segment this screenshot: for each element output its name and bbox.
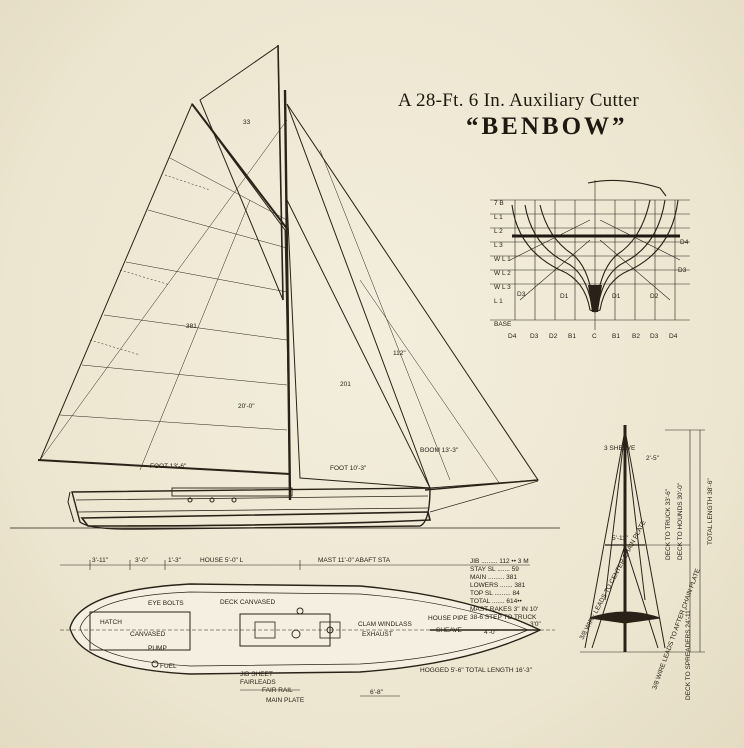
jib-luff-label: 112" <box>393 350 406 357</box>
wl-label-wl2: W L 2 <box>494 270 511 277</box>
deck-to-hounds-label: DECK TO HOUNDS 30'-0" <box>677 482 684 560</box>
gaff-label: 33 <box>243 119 251 126</box>
clam-windlass-label: CLAM WINDLASS <box>358 621 412 628</box>
diag-label-d1: D1 <box>612 293 621 300</box>
diag-label-d4: D4 <box>680 239 689 246</box>
spec-line-1: JIB ......... 112 •• 3 M <box>470 558 529 565</box>
foot-boom-label: FOOT 10'-3" <box>330 465 367 472</box>
deck-to-truck-label: DECK TO TRUCK 33'-6" <box>665 488 672 560</box>
fairlead-label: FAIRLEADS <box>240 679 276 686</box>
mainsail <box>39 102 291 475</box>
eye-bolts-label: EYE BOLTS <box>148 600 184 607</box>
wl-label-l1: L 1 <box>494 214 503 221</box>
pump-label: PUMP <box>148 645 167 652</box>
wl-label-7b: 7 B <box>494 200 504 207</box>
dim-label-4: HOUSE 5'-0" L <box>200 557 244 564</box>
staysail <box>286 199 431 489</box>
title-line-1: A 28-Ft. 6 In. Auxiliary Cutter <box>398 90 639 111</box>
stem-dim-label: 4'-0" <box>484 629 498 636</box>
diag-label-d3b: D3 <box>517 291 526 298</box>
station-label-9: D4 <box>669 333 678 340</box>
deck-canvased-label: DECK CANVASED <box>220 599 275 606</box>
station-label-4: B1 <box>568 333 576 340</box>
boom-label: BOOM 13'-3" <box>420 447 459 454</box>
rail-label: FAIR RAIL <box>262 687 293 694</box>
jib <box>286 103 539 489</box>
exhaust-label: EXHAUST <box>362 631 393 638</box>
wl-label-l2: L 2 <box>494 228 503 235</box>
spec-line-2: STAY SL ....... 59 <box>470 566 519 573</box>
spec-line-6: TOTAL ....... 614•• <box>470 598 522 605</box>
title-line-2: “BENBOW” <box>466 113 628 140</box>
dim-label-5: MAST 11'-0" ABAFT STA <box>318 557 391 564</box>
fuel-label: FUEL <box>160 663 177 670</box>
cabin-top <box>239 613 331 647</box>
diag-label-d3: D3 <box>678 267 687 274</box>
station-label-8: D3 <box>650 333 659 340</box>
mast-dim-label: 2'-5" <box>646 455 660 462</box>
wl-label-wl3: W L 3 <box>494 284 511 291</box>
truck-label: 3 SHEAVE <box>604 445 636 452</box>
hatch-label: HATCH <box>100 619 122 626</box>
topsail <box>199 45 284 301</box>
specs-block: JIB ......... 112 •• 3 M STAY SL .......… <box>470 558 538 622</box>
jib-area-label: 201 <box>340 381 351 388</box>
dim-label-1: 3'-11" <box>92 557 109 564</box>
dim-label-2: 3'-0" <box>135 557 149 564</box>
base-label: BASE <box>494 321 512 328</box>
sail-seams <box>39 119 501 485</box>
station-label-1: D4 <box>508 333 517 340</box>
wl-label-wl1: W L 1 <box>494 256 511 263</box>
spec-line-8: 38-6 STEP TO TRUCK <box>470 614 537 621</box>
luff-label: 20'-0" <box>238 403 255 410</box>
diag-label-d2: D2 <box>650 293 659 300</box>
station-label-5: C <box>592 333 597 340</box>
station-label-7: B2 <box>632 333 640 340</box>
wl-label-l1b: L 1 <box>494 298 503 305</box>
jib-sheet-label: JIB SHEET <box>240 671 273 678</box>
spec-line-7: MAST RAKES 3" IN 10' <box>470 606 539 613</box>
dim-label-3: 1'-3" <box>168 557 182 564</box>
spec-line-3: MAIN ......... 381 <box>470 574 517 581</box>
main-plate-label: MAIN PLATE <box>266 697 305 704</box>
total-length-label: TOTAL LENGTH 38'-6" <box>707 478 714 545</box>
deck-to-spreaders-label: DECK TO SPREADERS 24'-11" <box>685 607 692 700</box>
spec-line-5: TOP SL ......... 84 <box>470 590 520 597</box>
station-label-6: B1 <box>612 333 620 340</box>
beam-label: 6'-8" <box>370 689 384 696</box>
bow-dim-label: 3'0" <box>530 621 541 628</box>
main-area-label: 381 <box>186 323 197 330</box>
spreader-span-label: 5'-11" <box>612 535 629 542</box>
sheave-label: SHEAVE <box>436 627 463 634</box>
diag-label-d1b: D1 <box>560 293 569 300</box>
overall-length-label: HOGGED 5'-6" TOTAL LENGTH 16'-3" <box>420 667 533 674</box>
canvased-label: CANVASED <box>130 631 166 638</box>
wl-label-l3: L 3 <box>494 242 503 249</box>
station-label-2: D3 <box>530 333 539 340</box>
house-pipe-label: HOUSE PIPE <box>428 615 468 622</box>
station-label-3: D2 <box>549 333 558 340</box>
spec-line-4: LOWERS ....... 381 <box>470 582 526 589</box>
cabin-house <box>171 487 293 497</box>
foot-main-label: FOOT 13'-6" <box>150 463 187 470</box>
